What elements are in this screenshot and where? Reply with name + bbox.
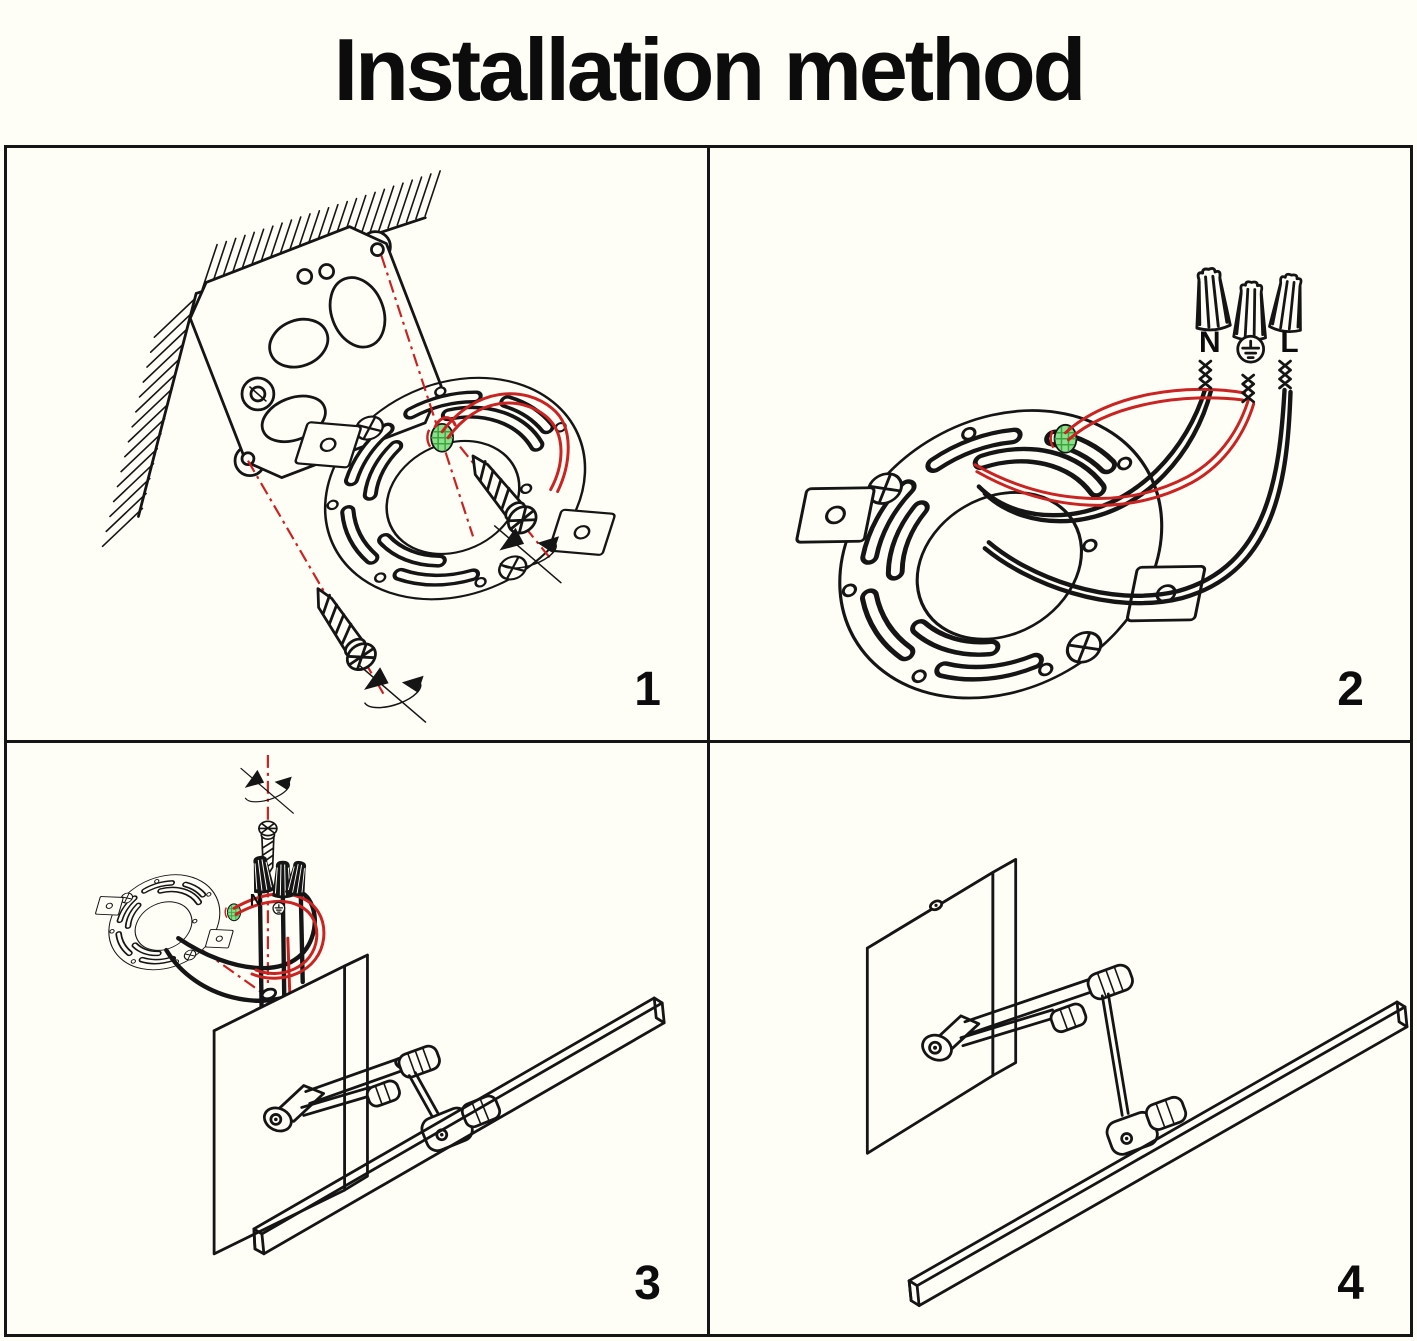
- fixture-wires-red: [433, 392, 570, 494]
- earth-ground-icon: [1236, 334, 1266, 364]
- page-title: Installation method: [333, 20, 1087, 119]
- panel-step-4: 4: [710, 742, 1410, 1334]
- mounting-bracket: [89, 850, 239, 993]
- ground-screw: [1049, 423, 1078, 454]
- wire-label-neutral: N: [250, 890, 262, 909]
- step4-diagram: [865, 857, 1409, 1307]
- rotate-arrow-icon: [358, 664, 427, 723]
- step3-diagram: N: [7, 754, 666, 1255]
- step-number-2: 2: [1337, 662, 1364, 716]
- mounting-bracket: [776, 336, 1226, 740]
- step-number-4: 4: [1337, 1257, 1364, 1310]
- light-bar: [907, 1000, 1409, 1307]
- swing-arm: [921, 963, 1134, 1117]
- junction-box: [188, 225, 443, 479]
- step-number-3: 3: [634, 1257, 661, 1310]
- step1-diagram: [101, 170, 707, 723]
- earth-ground-icon: [272, 901, 286, 915]
- panel-step-1: 1: [7, 148, 707, 740]
- steps-grid: 1: [4, 145, 1413, 1337]
- step2-diagram: N L: [710, 265, 1309, 740]
- panel-step-2: N L 2: [710, 148, 1410, 740]
- panel-step-3: N: [7, 742, 707, 1334]
- fixture-backplate: [865, 857, 1018, 1155]
- light-bar: [252, 996, 666, 1255]
- fixture-wires-red: [973, 387, 1256, 507]
- swing-arm: [262, 1044, 445, 1132]
- twisted-wires: [1198, 359, 1292, 404]
- alignment-line: [247, 255, 554, 695]
- step-number-1: 1: [634, 662, 661, 716]
- wire-label-neutral: N: [1199, 326, 1221, 359]
- supply-wires-black: [976, 387, 1293, 606]
- wire-label-live: L: [1280, 326, 1298, 359]
- mounting-screw: [302, 580, 382, 677]
- bar-pivot: [1105, 1095, 1188, 1156]
